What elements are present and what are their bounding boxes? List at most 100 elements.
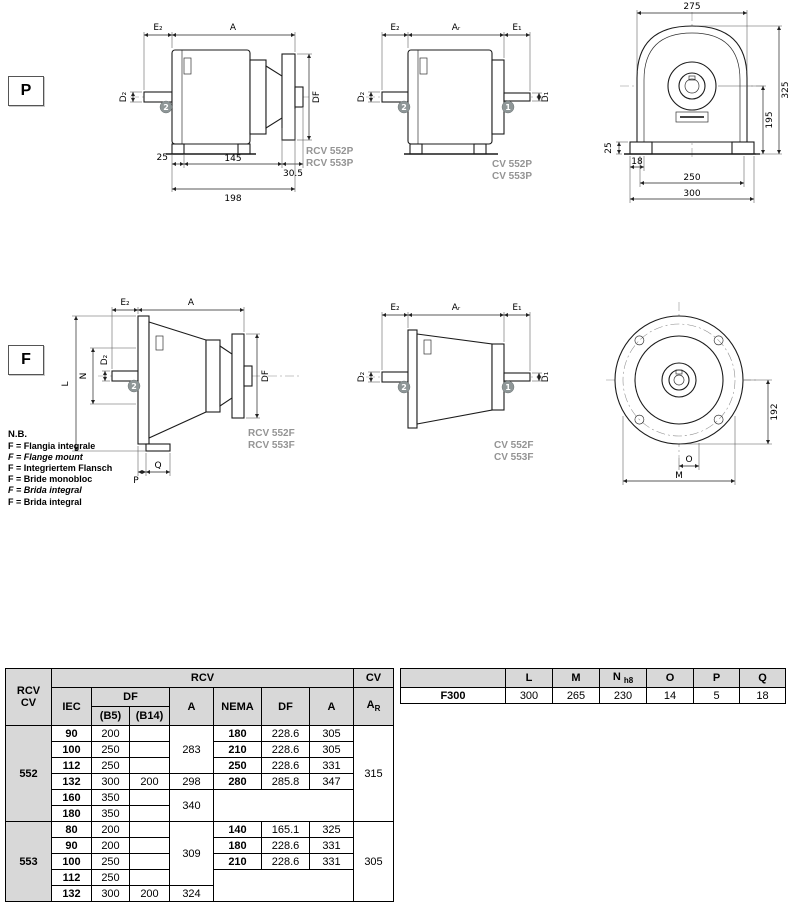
cell-nema: 180 [213,837,262,854]
cell-b14: 200 [129,773,170,790]
table-row: 132 300 200 298 280 285.8 347 [6,773,394,790]
col-header-b14: (B14) [129,706,170,726]
table-row: 132 300 200 324 [6,885,394,902]
flange-dimension-table: L M N h8 O P Q F300 300 265 230 14 5 18 [400,668,786,704]
dim-300-label: 300 [683,189,700,199]
table-row: 160 350 340 [6,789,394,822]
cell-a-merged: 309 [169,821,214,886]
front-f-drawing-container: 192 O M [594,288,789,498]
output-shaft-badge: 1 [501,100,515,114]
cell-a-merged: 283 [169,725,214,774]
rcv-group-header: RCV [51,668,354,688]
model-line-1: RCV 552P [306,146,354,157]
rcv-p-drawing-container: E₂ A D₂ DF 25 145 30.5 198 RCV 552P RCV … [86,2,366,219]
cell-nema: 180 [213,725,262,742]
dim-a-label: A [230,23,237,33]
cell-iec: 90 [51,837,92,854]
section-f-letter: F [21,351,31,368]
dimension-lines [72,307,260,476]
cell-b14-empty [129,869,170,886]
cell-b14-empty [129,837,170,854]
section-p-letter: P [20,82,32,99]
model-line-1: CV 552F [494,440,533,451]
cell-iec: 100 [51,741,92,758]
blank-header [400,668,506,688]
flange-outline [614,315,744,445]
badge-1: 1 [505,103,511,112]
col-header-iec: IEC [51,687,92,726]
cell-iec: 100 [51,853,92,870]
model-line-1: RCV 552F [248,428,295,439]
cell-nema-a: 325 [309,821,354,838]
col-header-n: N h8 [599,668,647,688]
dim-25-label: 25 [604,142,614,153]
drawing-cv-552f-side-view: E₂ Aᵣ E₁ D₂ D₁ CV 552F CV 553F 2 1 [357,303,551,463]
cell-l: 300 [505,687,553,704]
col-header-a-nema: A [309,687,354,726]
table-row: 100 250 210 228.6 331 [6,853,394,870]
table-row: F300 300 265 230 14 5 18 [400,687,786,704]
dim-325-label: 325 [781,81,790,98]
dim-18-label: 18 [631,157,643,167]
dim-a-label: A [188,298,195,308]
dim-250-label: 250 [683,173,700,183]
model-label: RCV 552F RCV 553F [248,428,295,451]
dimension-lines [368,32,542,103]
dim-df-label: DF [261,370,271,382]
dim-n-label: N [79,373,89,380]
cell-ar-merged: 305 [353,821,394,902]
dimension-labels: 192 O M [675,403,780,481]
model-line-2: RCV 553P [306,158,354,169]
table-row: 553 80 200 309 140 165.1 325 305 [5,821,394,902]
cell-nema-df: 228.6 [261,837,310,854]
corner-header-rcv: RCV [16,685,41,697]
cell-b5: 200 [91,725,130,742]
drawing-rcv-552p-side-view: E₂ A D₂ DF 25 145 30.5 198 RCV 552P RCV … [119,23,354,204]
cell-b14-empty [129,821,170,838]
note-line-it: F = Flangia integrale [8,440,96,451]
table-row: 552 90 200 283 180 228.6 305 315 [5,725,394,822]
cell-nema-df: 228.6 [261,725,310,742]
cell-nema-a: 347 [309,773,354,790]
col-header-p: P [693,668,740,688]
dimension-lines [616,10,782,203]
dimension-labels: E₂ Aᵣ E₁ D₂ D₁ [357,23,551,102]
table-row: 100 250 210 228.6 305 [6,741,394,758]
col-header-a: A [169,687,214,726]
flange-table-container: L M N h8 O P Q F300 300 265 230 14 5 18 [400,668,786,704]
cell-b5: 200 [91,821,130,838]
model-label: RCV 552P RCV 553P [306,146,354,169]
dim-d2-label: D₂ [100,354,110,365]
dim-e2-label: E₂ [120,298,130,308]
group-553-label: 553 [5,821,52,902]
rcv-cv-dimension-table: RCV CV RCV CV IEC DF A NEMA DF A AR (B5) [5,668,394,902]
badge-2: 2 [401,103,407,112]
model-line-2: CV 553F [494,452,533,463]
cell-b5: 350 [91,805,130,822]
cell-iec: 132 [51,773,92,790]
drawing-front-view-flange-mount: 192 O M [606,302,780,485]
note-line-en: F = Flange mount [8,451,83,462]
gearbox-outline [143,49,304,155]
model-label: CV 552F CV 553F [494,440,533,463]
dim-p-label: P [133,476,139,486]
cell-nema-df: 228.6 [261,757,310,774]
badge-1: 1 [505,383,511,392]
cell-q: 18 [739,687,786,704]
cell-iec: 90 [51,725,92,742]
cell-b5: 250 [91,741,130,758]
cell-a: 324 [169,885,214,902]
dim-q-label: Q [154,461,161,471]
dim-d1-label: D₁ [541,371,551,382]
cell-iec: 160 [51,789,92,806]
model-line-1: CV 552P [492,159,532,170]
cell-nema: 210 [213,853,262,870]
note-line-pt: F = Brida integral [8,496,82,507]
col-header-df-nema: DF [261,687,310,726]
note-line-es: F = Brida integral [8,485,82,496]
model-line-2: RCV 553F [248,440,295,451]
cell-b14-empty [129,741,170,758]
cell-nema: 250 [213,757,262,774]
dim-d2-label: D₂ [357,371,367,382]
dim-195-label: 195 [765,111,775,128]
